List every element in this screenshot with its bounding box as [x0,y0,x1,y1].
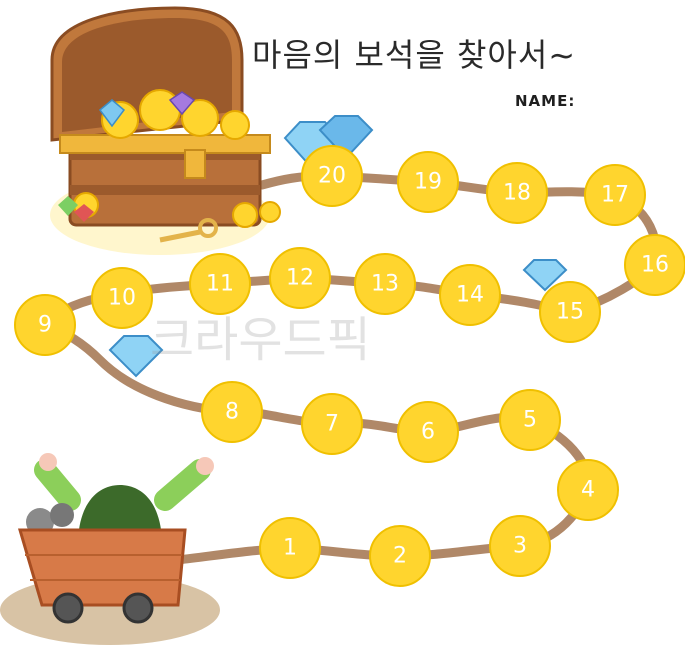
coin-circle [201,381,263,443]
coin-number: 8 [225,400,239,425]
coin-circle [269,247,331,309]
coin-circle [489,515,551,577]
coin-8: 8 [201,381,263,443]
coin-circle [259,517,321,579]
coin-15: 15 [539,281,601,343]
coin-11: 11 [189,253,251,315]
coin-circle [397,401,459,463]
coin-number: 3 [513,534,527,559]
coin-10: 10 [91,267,153,329]
coin-number: 7 [325,412,339,437]
page-title: 마음의 보석을 찾아서~ [252,36,577,74]
coin-12: 12 [269,247,331,309]
coin-circle [397,151,459,213]
coin-number: 4 [581,478,595,503]
mine-cart-illustration [0,453,220,645]
coin-3: 3 [489,515,551,577]
coin-number: 6 [421,420,435,445]
coin-20: 20 [301,145,363,207]
coin-circle [189,253,251,315]
coin-circle [14,294,76,356]
coin-circle [439,264,501,326]
coin-number: 14 [456,283,484,308]
coin-circle [499,389,561,451]
coin-number: 19 [414,170,442,195]
coin-number: 17 [601,183,629,208]
diamond-left [108,335,164,378]
coin-circle [539,281,601,343]
coin-18: 18 [486,162,548,224]
coin-circle [584,164,646,226]
diamond-cluster-top [283,115,374,170]
coin-number: 15 [556,300,584,325]
coin-19: 19 [397,151,459,213]
coin-17: 17 [584,164,646,226]
coin-14: 14 [439,264,501,326]
coin-2: 2 [369,525,431,587]
coin-6: 6 [397,401,459,463]
coin-number: 2 [393,544,407,569]
coin-4: 4 [557,459,619,521]
coin-number: 1 [283,536,297,561]
coin-circle [301,393,363,455]
coin-13: 13 [354,253,416,315]
coin-number: 13 [371,272,399,297]
coin-circle [369,525,431,587]
coin-circle [557,459,619,521]
coin-number: 11 [206,272,234,297]
coin-circle [354,253,416,315]
coin-1: 1 [259,517,321,579]
treasure-chest-illustration [50,6,281,255]
coin-circle [301,145,363,207]
name-label: NAME: [515,92,576,110]
coin-16: 16 [624,234,685,296]
coin-circle [624,234,685,296]
coin-number: 10 [108,286,136,311]
coin-number: 12 [286,266,314,291]
coin-9: 9 [14,294,76,356]
coin-number: 20 [318,164,346,189]
coin-circle [486,162,548,224]
coin-number: 18 [503,181,531,206]
coin-circle [91,267,153,329]
coin-7: 7 [301,393,363,455]
coin-number: 5 [523,408,537,433]
coin-5: 5 [499,389,561,451]
coin-number: 16 [641,253,669,278]
diamond-right [522,259,568,292]
coin-number: 9 [38,313,52,338]
